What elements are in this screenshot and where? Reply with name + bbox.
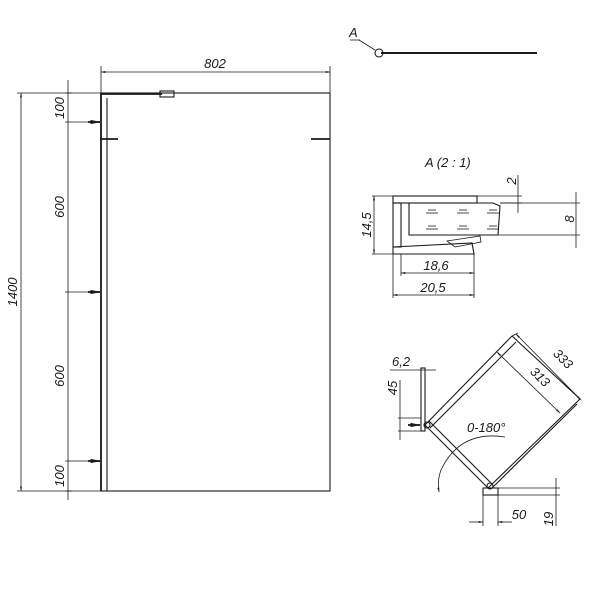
profile-bottom-flange — [392, 242, 475, 255]
front-view: 802 1400 100 600 600 100 — [5, 56, 331, 500]
segment-label-upper: 600 — [52, 195, 67, 217]
rotation-arc — [437, 435, 506, 493]
dim-pivot-offset: 6,2 — [392, 354, 411, 369]
dim-base-height: 19 — [541, 512, 556, 526]
wall-plate — [420, 367, 426, 432]
pivot-bottom — [486, 482, 494, 490]
detail-title: A (2 : 1) — [424, 155, 471, 170]
pivot-top — [423, 421, 431, 429]
segment-label-top: 100 — [52, 96, 67, 118]
dim-lip: 2 — [504, 177, 519, 186]
panel-edge — [424, 424, 489, 489]
top-view: A — [348, 25, 537, 58]
segment-label-bottom: 100 — [52, 464, 67, 486]
glass-section — [408, 202, 501, 236]
floor-pivot-block — [482, 487, 499, 496]
detail-a-view: A (2 : 1) 14,5 2 — [359, 155, 580, 298]
glass-hatch-symbols — [426, 209, 499, 230]
rotation-view: 6,2 45 333 313 0-180° 19 50 — [385, 332, 582, 526]
dim-pivot-height: 45 — [385, 380, 400, 395]
width-label: 802 — [204, 56, 226, 71]
height-label: 1400 — [5, 277, 20, 307]
profile-top-flange — [392, 195, 478, 204]
glass-panel-outline — [100, 92, 331, 492]
dim-base-width: 50 — [512, 507, 527, 522]
callout-label: A — [348, 25, 358, 40]
dim-inner-width: 18,6 — [423, 258, 449, 273]
profile-web — [392, 202, 402, 248]
top-bar-clamp — [159, 90, 175, 98]
segment-label-lower: 600 — [52, 364, 67, 386]
dim-glass: 8 — [562, 215, 577, 223]
callout-circle — [374, 48, 384, 58]
dim-outer: 333 — [550, 346, 576, 372]
dim-height: 14,5 — [359, 212, 374, 238]
dim-outer-width: 20,5 — [419, 280, 446, 295]
seal-wedge — [445, 235, 482, 248]
dim-angle: 0-180° — [467, 420, 505, 435]
